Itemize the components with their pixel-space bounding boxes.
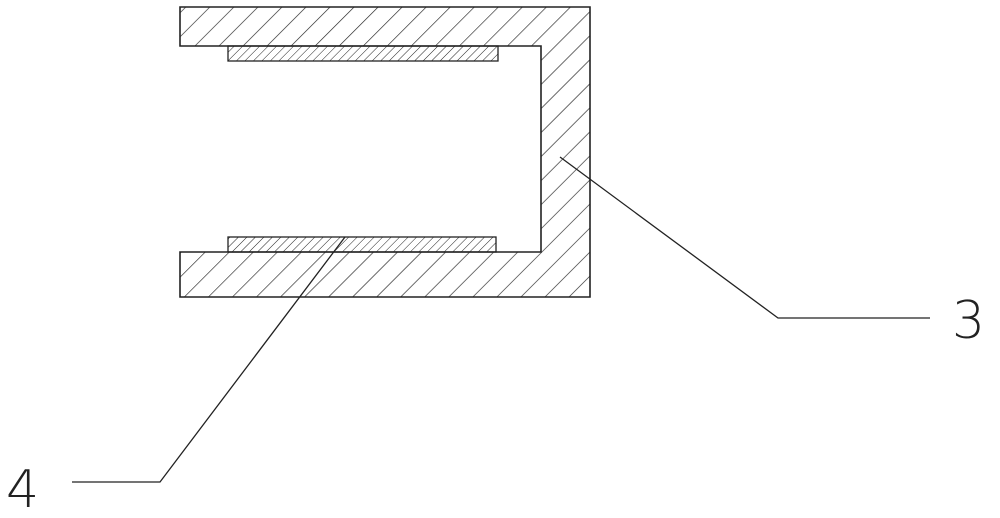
upper-liner-strip bbox=[228, 46, 498, 61]
lower-liner-strip-part-4 bbox=[228, 237, 496, 252]
callout-label-3: 3 bbox=[952, 291, 985, 351]
callout-label-4: 4 bbox=[6, 460, 39, 518]
leader-line-3 bbox=[560, 157, 930, 318]
